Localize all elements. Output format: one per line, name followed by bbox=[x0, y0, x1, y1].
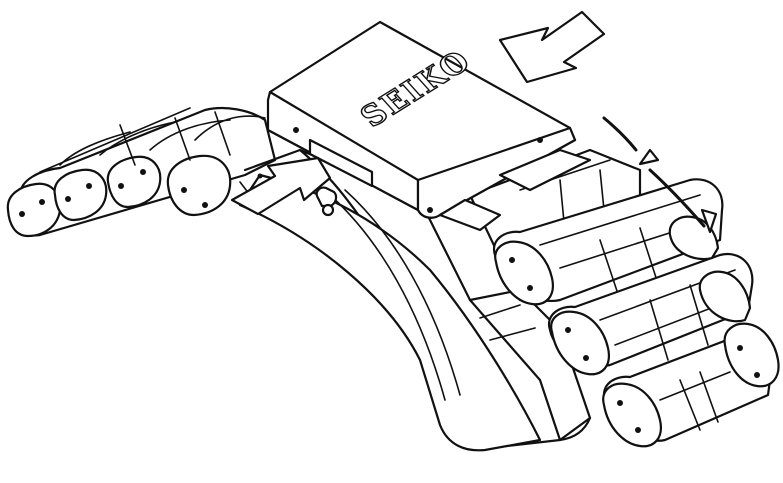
large-arrow-left-down-icon bbox=[498, 10, 606, 84]
dashed-curved-arrow-down-icon bbox=[602, 116, 718, 234]
large-arrow-right-up-icon bbox=[230, 156, 332, 216]
left-bracelet bbox=[6, 106, 277, 238]
clasp-frame bbox=[238, 148, 592, 452]
right-bracelet bbox=[468, 148, 780, 448]
clasp-cover: SEIKO bbox=[266, 20, 592, 232]
